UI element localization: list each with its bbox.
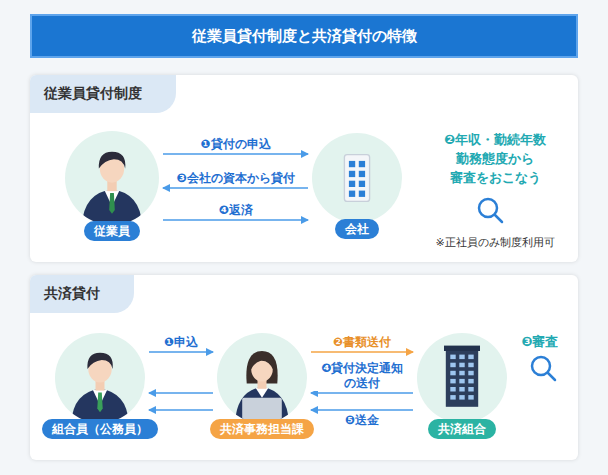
section-panel: 共済貸付組合員（公務員）共済事務担当課共済組合 <box>30 275 578 460</box>
flow-arrow <box>149 409 213 411</box>
building-illustration <box>417 333 507 423</box>
flow-label: ❶申込 <box>162 335 200 350</box>
flow-label: ❹貸付決定通知 の送付 <box>310 361 414 391</box>
role-pill: 従業員 <box>84 221 140 241</box>
flow-label: ❹返済 <box>216 203 254 218</box>
section-heading: 共済貸付 <box>30 275 134 313</box>
title-text: 従業員貸付制度と共済貸付の特徴 <box>192 27 417 46</box>
flow-label: ❺送金 <box>343 413 381 428</box>
actor-figure: 共済組合 <box>417 333 507 423</box>
role-pill: 共済組合 <box>428 419 496 439</box>
actor-figure: 会社 <box>312 133 402 223</box>
flow-arrow <box>311 409 413 411</box>
section-heading: 従業員貸付制度 <box>30 75 176 113</box>
flow-label: ❷書類送付 <box>331 335 393 350</box>
annotation-text: ❸審査 <box>510 334 570 350</box>
flow-arrow <box>149 351 213 353</box>
person-illustration <box>55 333 145 423</box>
role-pill: 共済事務担当課 <box>210 419 314 439</box>
annotation-text: ※正社員のみ制度利用可 <box>418 236 572 250</box>
person-illustration <box>65 131 159 225</box>
flow-arrow <box>311 392 413 394</box>
building-illustration <box>312 133 402 223</box>
flow-arrow <box>163 153 308 155</box>
magnifier-icon <box>532 357 555 380</box>
role-pill: 組合員（公務員） <box>42 419 158 439</box>
title-bar: 従業員貸付制度と共済貸付の特徴 <box>30 14 578 58</box>
role-pill: 会社 <box>335 219 379 239</box>
flow-label: ❸会社の資本から貸付 <box>174 171 296 186</box>
actor-figure: 組合員（公務員） <box>55 333 145 423</box>
flow-arrow <box>149 392 213 394</box>
section-panel: 従業員貸付制度従業員会社 <box>30 75 578 262</box>
flow-arrow <box>163 187 308 189</box>
flow-label: ❶貸付の申込 <box>198 137 272 152</box>
annotation-text: ❷年収・勤続年数 勤務態度から 審査をおこなう <box>418 130 572 187</box>
actor-figure: 従業員 <box>65 131 159 225</box>
flow-arrow <box>163 219 308 221</box>
flow-arrow <box>311 351 413 353</box>
magnifier-icon <box>479 199 502 222</box>
actor-figure: 共済事務担当課 <box>217 333 307 423</box>
staff-illustration <box>217 333 307 423</box>
